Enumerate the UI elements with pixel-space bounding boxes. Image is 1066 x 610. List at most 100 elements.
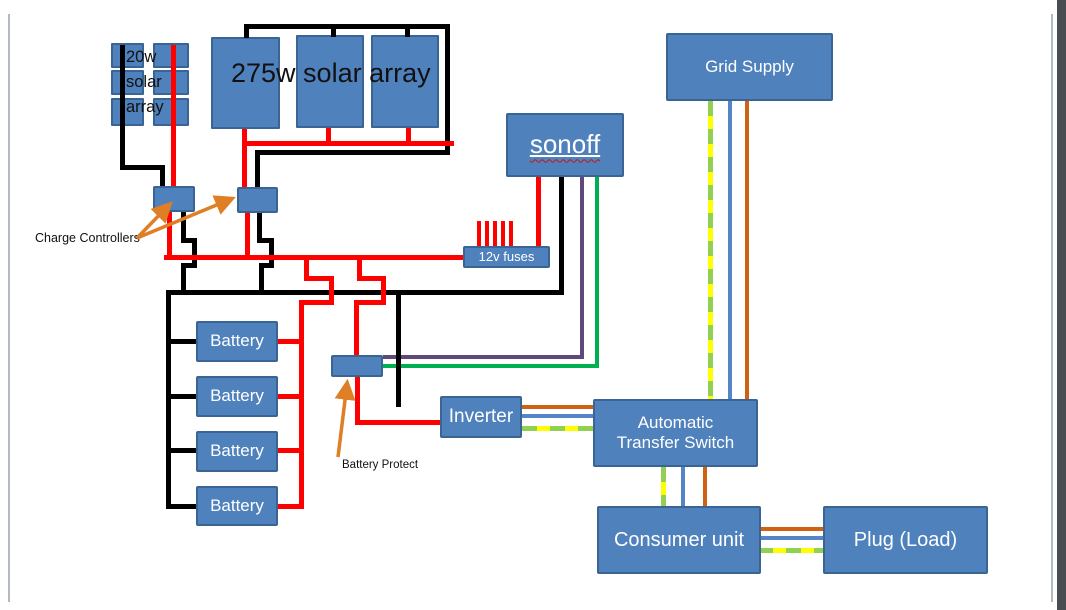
wire-275w-panel1-tap bbox=[244, 24, 249, 38]
battery-box[interactable]: Battery bbox=[196, 486, 278, 526]
wire-fuse-line bbox=[493, 221, 497, 246]
sonoff-box[interactable]: sonoff bbox=[506, 113, 624, 177]
wire-sonoff-purple-v bbox=[580, 177, 584, 359]
wire-battery-positive-stair bbox=[329, 276, 334, 305]
label-20w-solar-array: 20w solar array bbox=[126, 45, 164, 120]
label-20w-line: solar bbox=[126, 73, 162, 91]
solar-panel-20w[interactable] bbox=[111, 98, 144, 126]
wire-plug-neutral bbox=[758, 536, 838, 540]
wire-ats-earth bbox=[661, 467, 666, 506]
wire-bp-positive-stair bbox=[357, 257, 362, 281]
wire-20w-negative-v bbox=[120, 45, 125, 167]
solar-panel-20w[interactable] bbox=[111, 43, 144, 68]
wire-bp-positive-in bbox=[354, 300, 359, 355]
wire-275w-panel3-riser bbox=[406, 128, 411, 143]
arrow-to-battery-protect bbox=[334, 378, 356, 458]
wire-positive-bus bbox=[164, 255, 464, 260]
wire-sonoff-green-v bbox=[595, 177, 599, 368]
wire-plug-earth bbox=[758, 548, 838, 553]
ats-box[interactable]: Automatic Transfer Switch bbox=[593, 399, 758, 467]
wire-cc2-negative-jog bbox=[257, 238, 274, 243]
wire-sonoff-negative bbox=[559, 177, 564, 293]
wire-battery-positive-stair bbox=[299, 300, 334, 305]
label-20w-line: array bbox=[126, 98, 164, 116]
wire-plug-live bbox=[758, 527, 838, 531]
wire-negative-bus bbox=[166, 290, 564, 295]
grid-supply-box[interactable]: Grid Supply bbox=[666, 33, 833, 101]
wire-275w-negative-right-v bbox=[445, 24, 450, 152]
wire-sonoff-purple-h bbox=[383, 355, 582, 359]
wire-bp-positive-stair bbox=[381, 276, 386, 305]
battery-box[interactable]: Battery bbox=[196, 431, 278, 472]
wire-cc1-negative-jog bbox=[181, 263, 197, 268]
wire-battery-negative-bus bbox=[166, 290, 171, 509]
wire-275w-panel2-tap bbox=[331, 24, 336, 37]
wire-battery2-positive-stub bbox=[278, 394, 304, 399]
wire-grid-live bbox=[745, 101, 749, 399]
battery-protect-box[interactable] bbox=[331, 355, 383, 377]
wire-inverter-neutral bbox=[522, 414, 593, 418]
wire-cc1-negative-jog bbox=[181, 238, 197, 243]
wire-20w-negative-h bbox=[120, 165, 165, 170]
wire-cc2-negative-jog bbox=[269, 238, 274, 268]
wire-inverter-earth bbox=[522, 426, 593, 431]
page-border-right bbox=[1051, 14, 1053, 602]
wire-battery4-positive-stub bbox=[278, 504, 304, 509]
wire-20w-positive bbox=[171, 45, 176, 187]
wire-cc1-negative-jog bbox=[192, 238, 197, 268]
wire-275w-top-bus bbox=[244, 24, 450, 29]
wire-20w-negative-drop bbox=[160, 165, 165, 186]
solar-panel-275w[interactable] bbox=[211, 37, 280, 129]
wire-fuse-line bbox=[485, 221, 489, 246]
wire-cc2-negative-jog bbox=[257, 213, 262, 243]
wire-275w-panel2-riser bbox=[326, 128, 331, 143]
battery-box[interactable]: Battery bbox=[196, 321, 278, 362]
wire-sonoff-green-h bbox=[383, 364, 597, 368]
wire-bp-to-inverter-h bbox=[355, 420, 441, 425]
charge-controller-1[interactable] bbox=[153, 186, 195, 212]
wire-ats-neutral bbox=[681, 467, 685, 506]
wire-275w-negative-drop bbox=[255, 150, 260, 187]
wire-battery1-negative-stub bbox=[166, 339, 196, 344]
wire-275w-panel1-riser bbox=[242, 129, 247, 143]
wire-cc1-negative-jog bbox=[181, 263, 186, 293]
sonoff-label: sonoff bbox=[529, 129, 601, 160]
wire-cc1-positive-out bbox=[167, 212, 172, 258]
wire-bp-to-inverter-v bbox=[355, 377, 360, 425]
battery-box[interactable]: Battery bbox=[196, 376, 278, 417]
label-charge-controllers: Charge Controllers bbox=[35, 231, 140, 245]
label-275w-solar-array: 275w solar array bbox=[231, 58, 431, 88]
wire-ats-live bbox=[703, 467, 707, 506]
wire-battery-positive-bus bbox=[299, 300, 304, 509]
inverter-box[interactable]: Inverter bbox=[440, 396, 522, 438]
wire-cc2-positive-out bbox=[245, 213, 250, 258]
fuses-box[interactable]: 12v fuses bbox=[463, 246, 550, 268]
window-edge-bar bbox=[1057, 0, 1066, 610]
wire-battery1-positive-stub bbox=[278, 339, 304, 344]
wire-275w-negative-h bbox=[255, 150, 450, 155]
wire-bp-positive-stair bbox=[357, 276, 386, 281]
wire-fuse-line bbox=[509, 221, 513, 246]
plug-load-box[interactable]: Plug (Load) bbox=[823, 506, 988, 574]
consumer-unit-box[interactable]: Consumer unit bbox=[597, 506, 761, 574]
label-battery-protect: Battery Protect bbox=[342, 459, 419, 471]
wire-battery3-positive-stub bbox=[278, 448, 304, 453]
charge-controller-2[interactable] bbox=[237, 187, 278, 213]
wire-grid-earth bbox=[708, 101, 713, 399]
wire-cc2-negative-jog bbox=[259, 263, 274, 268]
wire-negative-stub-cross bbox=[396, 292, 401, 407]
solar-panel-275w[interactable] bbox=[296, 35, 364, 128]
wire-grid-neutral bbox=[728, 101, 732, 399]
page-border-left bbox=[8, 14, 10, 602]
wire-fuse-line bbox=[501, 221, 505, 246]
wire-cc2-negative-jog bbox=[259, 263, 264, 293]
wire-battery4-negative-stub bbox=[166, 504, 196, 509]
wire-battery3-negative-stub bbox=[166, 448, 196, 453]
wire-bp-positive-stair bbox=[354, 300, 386, 305]
wire-inverter-live bbox=[522, 405, 593, 409]
solar-panel-20w[interactable] bbox=[111, 70, 144, 95]
wire-battery-positive-stair bbox=[304, 257, 309, 281]
wire-275w-positive-drop bbox=[242, 143, 247, 187]
wire-sonoff-positive bbox=[536, 177, 541, 246]
